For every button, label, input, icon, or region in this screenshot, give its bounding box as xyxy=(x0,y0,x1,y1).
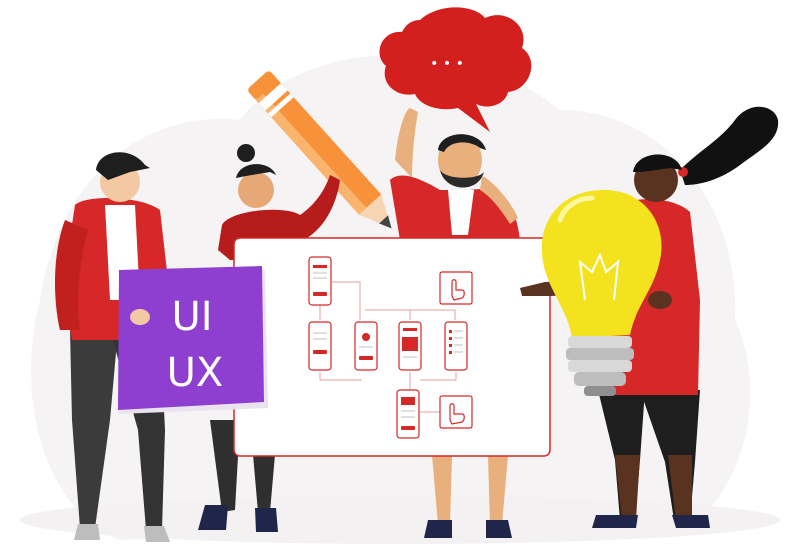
sticky-note-line1: UI xyxy=(171,294,212,340)
person-designer-bearded xyxy=(390,108,520,538)
hand-tap-icon xyxy=(439,271,473,305)
light-bulb-icon xyxy=(541,189,662,396)
speech-bubble-dots: • • • xyxy=(430,56,464,72)
wireframe-screen-6 xyxy=(396,389,420,439)
hand-on-note xyxy=(130,309,150,325)
wireframe-screen-3 xyxy=(354,321,378,371)
sticky-note-line2: UX xyxy=(167,350,224,396)
ground-shadow xyxy=(20,496,780,544)
wireframe-screen-5 xyxy=(444,321,468,371)
hand-swipe-icon xyxy=(439,395,473,429)
hand-on-bulb xyxy=(648,291,672,309)
wireframe-board xyxy=(233,237,551,457)
speech-bubble-icon: • • • xyxy=(379,7,532,133)
wireframe-screen-4 xyxy=(398,321,422,371)
wireframe-screen-1 xyxy=(308,256,332,306)
wireframe-screen-2 xyxy=(308,321,332,371)
ui-ux-sticky-note: UI UX xyxy=(118,266,268,414)
